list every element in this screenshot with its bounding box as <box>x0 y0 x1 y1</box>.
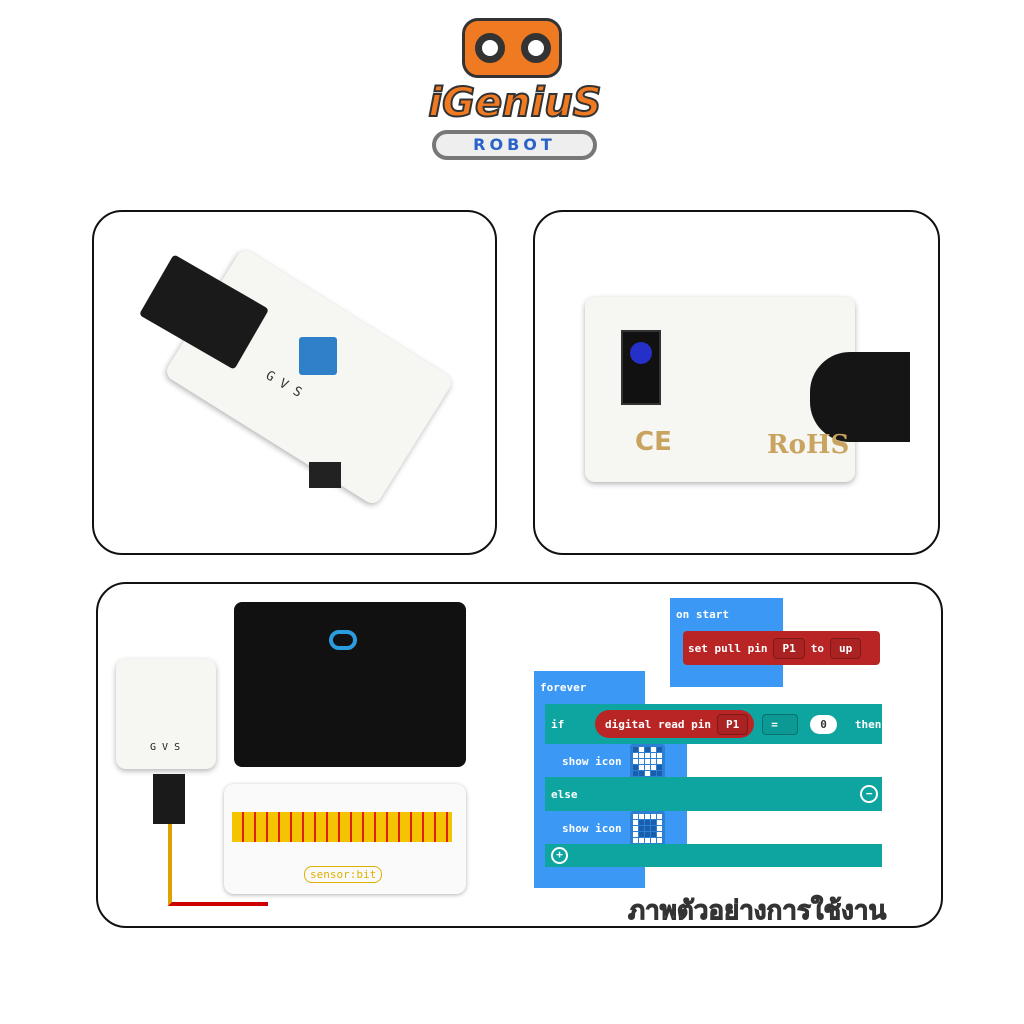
mode-dropdown[interactable]: up <box>829 637 862 659</box>
led-pixel <box>656 746 662 752</box>
led-pixel <box>650 746 656 752</box>
panel-module-back: CE RoHS <box>533 210 940 555</box>
pin-dropdown[interactable]: P1 <box>773 637 805 659</box>
led-pixel <box>650 825 656 831</box>
microbit <box>234 602 466 767</box>
led-pixel <box>644 746 650 752</box>
led-pixel <box>638 813 644 819</box>
led-pixel <box>650 758 656 764</box>
led-pixel <box>632 813 638 819</box>
led-pixel <box>644 752 650 758</box>
led-pixel <box>632 752 638 758</box>
potentiometer <box>299 337 337 375</box>
module-pin-labels: G V S <box>150 742 181 753</box>
led-pixel <box>638 752 644 758</box>
led-pixel <box>656 825 662 831</box>
plus-circle-icon[interactable]: + <box>551 847 568 864</box>
ce-mark: CE <box>635 427 672 457</box>
led-pixel <box>650 764 656 770</box>
logo-brand: iGeniuS <box>427 79 602 127</box>
led-pixel <box>644 813 650 819</box>
led-pixel <box>656 831 662 837</box>
logo-eyes <box>462 18 562 78</box>
operator-dropdown[interactable]: = <box>762 713 799 735</box>
rohs-mark: RoHS <box>767 430 850 460</box>
minus-circle-icon[interactable]: − <box>860 785 878 803</box>
if-block[interactable]: if digital read pin P1 = 0 then <box>545 704 882 744</box>
led-pixel <box>650 819 656 825</box>
led-pixel <box>650 837 656 843</box>
led-pixel <box>650 770 656 776</box>
if-block-footer: + <box>545 844 882 867</box>
led-pixel <box>638 825 644 831</box>
led-pixel <box>632 770 638 776</box>
led-pixel <box>638 746 644 752</box>
led-pixel <box>632 819 638 825</box>
led-pixel <box>656 813 662 819</box>
led-pixel <box>644 819 650 825</box>
led-pixel <box>632 764 638 770</box>
led-pixel <box>650 831 656 837</box>
led-pixel <box>638 758 644 764</box>
led-pixel <box>656 819 662 825</box>
led-pixel <box>632 746 638 752</box>
led-pixel <box>656 770 662 776</box>
led-pixel <box>650 813 656 819</box>
led-pixel <box>644 831 650 837</box>
square-icon[interactable] <box>629 810 665 846</box>
heart-icon[interactable] <box>629 743 665 779</box>
led-pixel <box>656 764 662 770</box>
pin-dropdown[interactable]: P1 <box>716 713 749 735</box>
led-pixel <box>650 752 656 758</box>
led-pixel <box>638 764 644 770</box>
led-pixel <box>656 758 662 764</box>
sensor-bit-board: sensor:bit <box>224 784 466 894</box>
led-pixel <box>644 825 650 831</box>
led-pixel <box>632 758 638 764</box>
value-input[interactable]: 0 <box>810 714 837 734</box>
led-pixel <box>632 831 638 837</box>
led-pixel <box>644 837 650 843</box>
led-pixel <box>644 770 650 776</box>
else-block: else − <box>545 777 882 811</box>
logo-robot: ROBOT <box>432 130 597 160</box>
led-pixel <box>632 825 638 831</box>
led-pixel <box>632 837 638 843</box>
led-pixel <box>644 758 650 764</box>
digital-read-block[interactable]: digital read pin P1 <box>595 710 755 738</box>
led-pixel <box>656 752 662 758</box>
led-pixel <box>656 837 662 843</box>
panel-module-angle: G V S <box>92 210 497 555</box>
show-icon-block-1[interactable]: show icon <box>557 743 687 779</box>
chip <box>309 462 341 488</box>
led-pixel <box>638 831 644 837</box>
led-pixel <box>644 764 650 770</box>
led-pixel <box>638 770 644 776</box>
set-pull-pin-block[interactable]: set pull pin P1 to up <box>683 631 880 665</box>
led-pixel <box>638 819 644 825</box>
caption: ภาพตัวอย่างการใช้งาน <box>627 896 887 927</box>
show-icon-block-2[interactable]: show icon <box>557 810 687 846</box>
led-pixel <box>638 837 644 843</box>
